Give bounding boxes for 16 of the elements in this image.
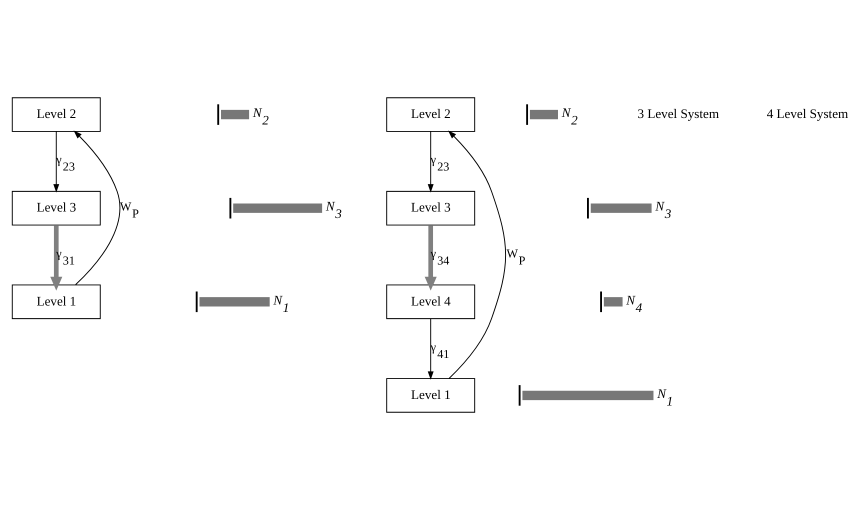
node-box: Level 2 [12,96,101,132]
node-box: Level 3 [12,190,101,226]
node-box: Level 1 [12,284,101,319]
arrow [50,224,62,290]
arrow [428,130,434,192]
arrow [74,130,120,285]
arrow [448,130,506,378]
arrow [53,130,60,192]
node-box: Level 2 [386,96,476,132]
node-box: Level 1 [386,378,476,412]
node-box: Level 3 [386,190,476,226]
label: 4 Level System [766,106,848,121]
node-box: Level 4 [386,284,476,319]
label: 3 Level System [638,106,720,121]
arrow [424,224,437,290]
arrow [428,318,434,380]
